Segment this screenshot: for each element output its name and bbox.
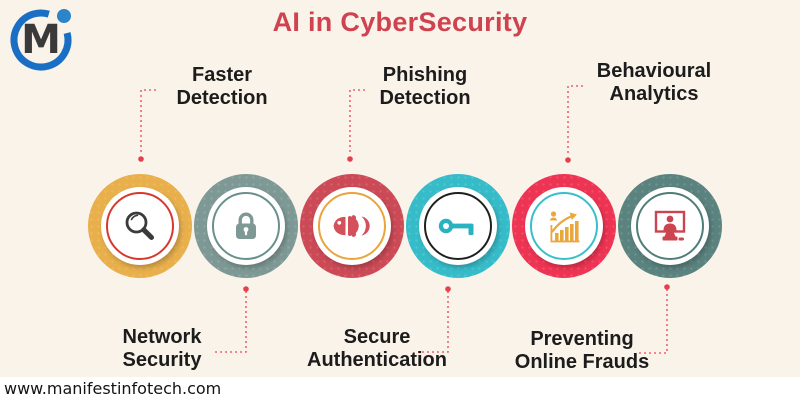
item-accent-ring xyxy=(318,192,386,260)
connector-network-security xyxy=(214,291,247,353)
item-inner-circle xyxy=(631,187,709,265)
item-outer-circle xyxy=(88,174,192,278)
item-inner-circle xyxy=(525,187,603,265)
label-line: Authentication xyxy=(307,349,447,371)
connector-secure-authentication xyxy=(418,291,449,353)
item-label-network-security: Network Security xyxy=(123,326,202,372)
magnifier-icon xyxy=(125,211,154,240)
connector-dot xyxy=(347,156,353,162)
item-inner-circle xyxy=(313,187,391,265)
item-outer-circle xyxy=(194,174,298,278)
label-line: Preventing xyxy=(530,328,634,350)
infographic-item-preventing-online-frauds xyxy=(618,174,722,278)
fraud-monitor-icon xyxy=(654,210,686,241)
item-inner-circle xyxy=(419,187,497,265)
item-inner-circle xyxy=(101,187,179,265)
connector-dot xyxy=(243,286,249,292)
item-accent-ring xyxy=(424,192,492,260)
label-line: Phishing xyxy=(382,64,468,86)
page-title: AI in CyberSecurity xyxy=(272,7,528,37)
item-inner-circle xyxy=(207,187,285,265)
label-line: Detection xyxy=(176,87,268,109)
item-label-preventing-online-frauds: Preventing Online Frauds xyxy=(515,328,649,374)
growth-chart-icon xyxy=(549,211,580,243)
item-accent-ring xyxy=(106,192,174,260)
item-outer-circle xyxy=(618,174,722,278)
item-label-faster-detection: Faster Detection xyxy=(176,64,267,110)
label-line: Online Frauds xyxy=(514,351,650,373)
logo-ring xyxy=(10,9,72,71)
label-line: Network xyxy=(122,326,202,348)
connector-dot xyxy=(445,286,451,292)
item-outer-circle xyxy=(300,174,404,278)
connector-phishing-detection xyxy=(349,89,365,155)
item-accent-ring xyxy=(636,192,704,260)
key-icon xyxy=(438,218,474,236)
connector-dot xyxy=(138,156,144,162)
item-label-secure-authentication: Secure Authentication xyxy=(307,326,447,372)
label-line: Faster xyxy=(191,64,253,86)
connector-dot xyxy=(565,157,571,163)
infographic-item-behavioural-analytics xyxy=(512,174,616,278)
item-accent-ring xyxy=(530,192,598,260)
logo-letter: M xyxy=(21,17,61,63)
connector-dot xyxy=(664,284,670,290)
label-line: Analytics xyxy=(609,83,699,105)
manifest-infotech-logo: M xyxy=(10,9,72,71)
item-outer-circle xyxy=(512,174,616,278)
infographic-item-secure-authentication xyxy=(406,174,510,278)
label-line: Detection xyxy=(379,87,471,109)
connector-behavioural-analytics xyxy=(567,85,583,156)
connector-preventing-online-frauds xyxy=(639,289,668,354)
label-line: Security xyxy=(122,349,202,371)
item-accent-ring xyxy=(212,192,280,260)
item-label-behavioural-analytics: Behavioural Analytics xyxy=(597,60,711,106)
footer-bar: www.manifestinfotech.com xyxy=(0,377,800,400)
infographic-item-phishing-detection xyxy=(300,174,404,278)
label-line: Behavioural xyxy=(596,60,712,82)
item-label-phishing-detection: Phishing Detection xyxy=(379,64,470,110)
item-outer-circle xyxy=(406,174,510,278)
logo-dot xyxy=(57,9,71,23)
infographic-item-faster-detection xyxy=(88,174,192,278)
lock-icon xyxy=(236,212,256,239)
infographic-item-network-security xyxy=(194,174,298,278)
connector-faster-detection xyxy=(140,89,156,155)
website-url: www.manifestinfotech.com xyxy=(4,379,222,398)
fish-icon xyxy=(333,215,370,237)
label-line: Secure xyxy=(343,326,411,348)
